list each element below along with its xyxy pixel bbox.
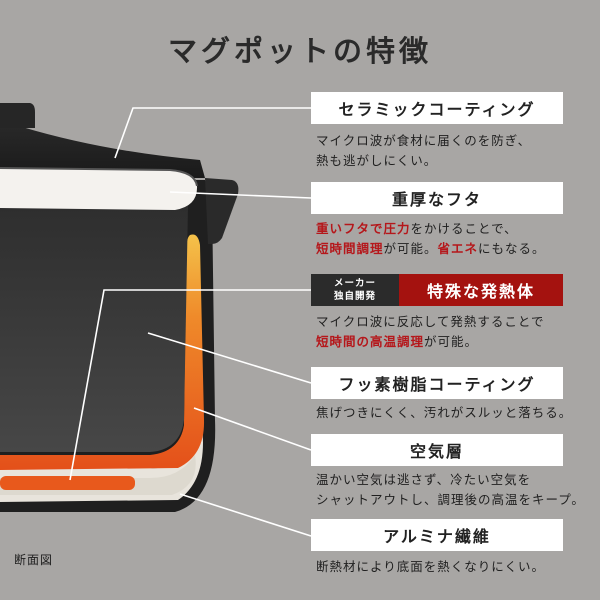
heating-bottom xyxy=(0,476,135,490)
desc-alumina: 断熱材により底面を熱くなりにくい。 xyxy=(316,557,596,577)
desc-ceramic: マイクロ波が食材に届くのを防ぎ、 熱も逃がしにくい。 xyxy=(316,131,596,171)
desc-special: マイクロ波に反応して発熱することで 短時間の高温調理が可能。 xyxy=(316,312,596,352)
cross-section-caption: 断面図 xyxy=(14,553,54,567)
special-line2-rest: が可能。 xyxy=(424,334,479,349)
badge-line2: 独自開発 xyxy=(333,291,376,302)
label-lid: 重厚なフタ xyxy=(311,182,563,214)
desc-fluorine: 焦げつきにくく、汚れがスルッと落ちる。 xyxy=(316,403,596,423)
desc-lid: 重いフタで圧力をかけることで、 短時間調理が可能。省エネにもなる。 xyxy=(316,219,596,259)
line-special xyxy=(69,289,311,481)
label-ceramic: セラミックコーティング xyxy=(311,92,563,124)
lid-knob xyxy=(0,103,35,128)
desc-special-line2: 短時間の高温調理が可能。 xyxy=(316,332,596,352)
lid-ceramic xyxy=(0,168,198,210)
desc-ceramic-line2: 熱も逃がしにくい。 xyxy=(316,153,438,168)
line-air xyxy=(193,407,312,451)
line-ceramic xyxy=(114,107,311,159)
line-alumina xyxy=(179,493,312,537)
lid-line2-rest: にもなる。 xyxy=(478,241,546,256)
label-air: 空気層 xyxy=(311,434,563,466)
page-title: マグポットの特徴 xyxy=(167,34,432,68)
desc-air-line1: 温かい空気は逃さず、冷たい空気を xyxy=(316,472,532,487)
desc-air-line2: シャットアウトし、調理後の高温をキープ。 xyxy=(316,492,585,507)
label-alumina: アルミナ繊維 xyxy=(311,519,563,551)
special-highlight: 短時間の高温調理 xyxy=(316,334,425,349)
desc-lid-line2: 短時間調理が可能。省エネにもなる。 xyxy=(316,239,596,259)
lid-line2-mid: が可能。 xyxy=(383,241,438,256)
desc-air: 温かい空気は逃さず、冷たい空気を シャットアウトし、調理後の高温をキープ。 xyxy=(316,470,596,510)
lid-line1-rest: をかけることで、 xyxy=(410,221,518,236)
badge-line1: メーカー xyxy=(333,278,376,289)
desc-alumina-line1: 断熱材により底面を熱くなりにくい。 xyxy=(316,559,546,574)
label-fluorine: フッ素樹脂コーティング xyxy=(311,367,563,399)
label-special: メーカー 独自開発 特殊な発熱体 xyxy=(311,274,563,306)
lid-highlight-energy: 省エネ xyxy=(437,241,479,256)
lid-top xyxy=(0,120,205,178)
line-fluorine xyxy=(147,332,312,384)
lid-highlight-shorttime: 短時間調理 xyxy=(316,241,384,256)
lid-highlight-pressure: 重いフタで圧力 xyxy=(316,221,411,236)
desc-lid-line1: 重いフタで圧力をかけることで、 xyxy=(316,219,596,239)
heating-element xyxy=(0,234,205,470)
inner-bowl xyxy=(0,205,188,452)
desc-special-line1: マイクロ波に反応して発熱することで xyxy=(316,314,545,329)
special-label-text: 特殊な発熱体 xyxy=(399,274,563,306)
line-lid xyxy=(169,191,312,199)
desc-fluorine-line1: 焦げつきにくく、汚れがスルッと落ちる。 xyxy=(316,405,573,420)
desc-ceramic-line1: マイクロ波が食材に届くのを防ぎ、 xyxy=(316,133,532,148)
maker-original-badge: メーカー 独自開発 xyxy=(311,274,399,306)
